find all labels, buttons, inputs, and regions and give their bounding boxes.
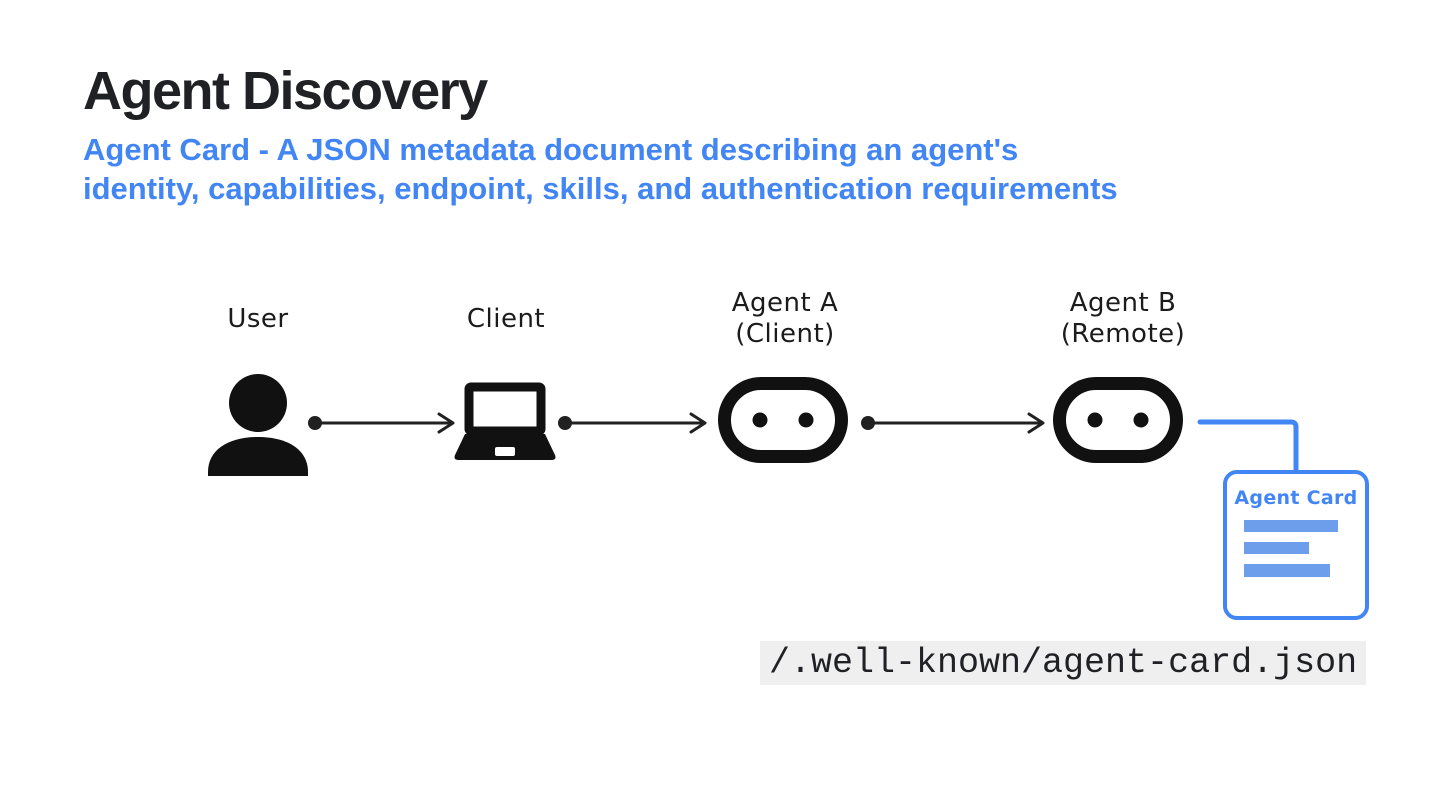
subtitle-line-2: identity, capabilities, endpoint, skills… xyxy=(83,171,1118,206)
text-placeholder-bar xyxy=(1244,542,1309,554)
agent-card-content-bars xyxy=(1244,520,1365,577)
page-subtitle: Agent Card - A JSON metadata document de… xyxy=(83,130,1118,208)
node-label-agent-a: Agent A (Client) xyxy=(665,287,905,351)
text-placeholder-bar xyxy=(1244,564,1330,577)
node-label-line: Client xyxy=(466,303,546,334)
node-label-user: User xyxy=(138,287,378,351)
page-title: Agent Discovery xyxy=(83,61,488,121)
laptop-icon xyxy=(454,382,556,460)
robot-icon xyxy=(718,377,848,463)
node-label-line: Agent A xyxy=(731,288,839,318)
robot-icon xyxy=(1053,377,1183,463)
subtitle-line-1: Agent Card - A JSON metadata document de… xyxy=(83,132,1019,167)
person-icon xyxy=(208,374,308,476)
arrow-client-to-agent-a xyxy=(558,412,707,434)
agent-card-title: Agent Card xyxy=(1234,487,1358,509)
text-placeholder-bar xyxy=(1244,520,1338,532)
node-label-line: Agent B xyxy=(1069,288,1177,318)
agent-card-document: Agent Card xyxy=(1223,470,1369,620)
node-label-agent-b: Agent B (Remote) xyxy=(1003,287,1243,351)
node-label-line: User xyxy=(227,303,289,334)
arrow-agent-a-to-agent-b xyxy=(861,412,1045,434)
node-label-client: Client xyxy=(386,287,626,351)
node-label-line: (Client) xyxy=(735,319,835,349)
arrow-user-to-client xyxy=(308,412,455,434)
connector-agent-b-to-card xyxy=(1197,419,1299,475)
node-label-line: (Remote) xyxy=(1060,319,1186,349)
endpoint-path-code: /.well-known/agent-card.json xyxy=(760,641,1367,685)
